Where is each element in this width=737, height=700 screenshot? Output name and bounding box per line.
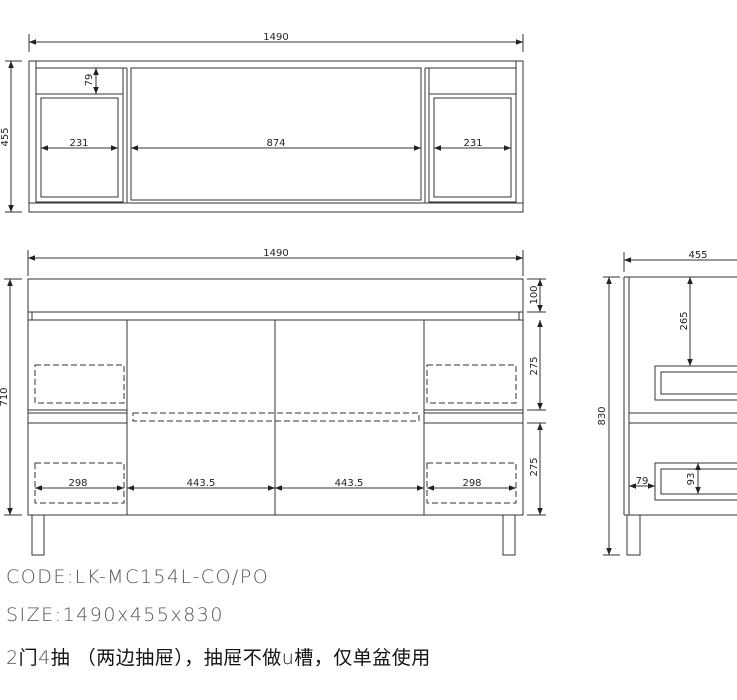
front-width-label: 1490 [263, 248, 288, 259]
top-width-label: 1490 [263, 32, 288, 43]
top-drawer-offset-label: 79 [84, 74, 95, 87]
code-label: CODE: [6, 566, 75, 588]
front-top-panel-height-label: 100 [529, 285, 540, 304]
front-width-dimension: 1490 [27, 248, 524, 276]
top-right-drawer-width-label: 231 [463, 138, 482, 149]
front-height-dimension: 710 [0, 278, 22, 516]
front-leg-left [31, 514, 45, 556]
front-left-drawer-width-label: 298 [68, 478, 87, 489]
top-depth-dimension: 455 [0, 60, 22, 213]
front-doors [126, 319, 425, 516]
top-center-width-label: 874 [266, 138, 285, 149]
side-view: 455 830 265 79 93 [597, 250, 737, 556]
front-door-right-width-label: 443.5 [335, 478, 364, 489]
top-view: 1490 455 [0, 32, 524, 213]
product-size: SIZE:1490x455x830 [6, 604, 224, 626]
front-height-label: 710 [0, 387, 10, 406]
note-door-word: 门 [18, 647, 39, 669]
top-right-drawer [424, 67, 517, 203]
side-drawer-offset-label: 79 [636, 476, 649, 487]
size-label: SIZE: [6, 604, 63, 626]
note-description: 抽 （两边抽屉），抽屉不做u槽，仅单盆使用 [50, 647, 431, 669]
product-code: CODE:LK-MC154L-CO/PO [6, 566, 269, 588]
top-left-drawer [35, 67, 128, 203]
note-drawer-count: 4 [38, 647, 51, 669]
side-drawer-depth-label: 265 [679, 311, 690, 330]
top-left-drawer-width-label: 231 [69, 138, 88, 149]
front-upper-drawer-height-label: 275 [529, 356, 540, 375]
front-right-drawer-width-label: 298 [462, 478, 481, 489]
front-top-panel [27, 278, 524, 313]
top-outline [28, 60, 524, 213]
product-note: 2门4抽 （两边抽屉），抽屉不做u槽，仅单盆使用 [6, 643, 431, 670]
front-lower-drawer-height-label: 275 [529, 457, 540, 476]
side-leg [626, 514, 641, 556]
top-center-bay [130, 67, 422, 201]
side-drawer-height-label: 93 [686, 473, 697, 486]
front-door-left-width-label: 443.5 [187, 478, 216, 489]
note-door-count: 2 [6, 647, 19, 669]
size-value: 1490x455x830 [62, 604, 224, 626]
top-width-dimension: 1490 [28, 32, 524, 52]
front-leg-right [502, 514, 516, 556]
side-height-label: 830 [597, 406, 608, 425]
side-depth-label: 455 [688, 250, 707, 261]
front-right-drawers [423, 319, 524, 516]
front-view: 1490 710 [0, 248, 546, 556]
top-depth-label: 455 [0, 127, 11, 146]
code-value: LK-MC154L-CO/PO [74, 566, 270, 588]
